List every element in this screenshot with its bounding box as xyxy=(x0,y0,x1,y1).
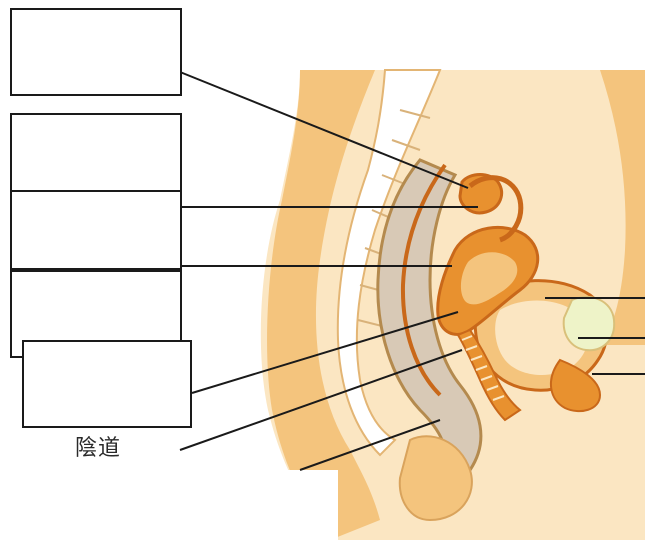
label-vagina: 陰道 xyxy=(75,430,121,462)
label-box-5[interactable] xyxy=(22,340,192,428)
lower-blank xyxy=(78,470,338,558)
pubic-bone xyxy=(564,297,614,350)
label-box-1[interactable] xyxy=(10,8,182,96)
label-box-3[interactable] xyxy=(10,190,182,270)
